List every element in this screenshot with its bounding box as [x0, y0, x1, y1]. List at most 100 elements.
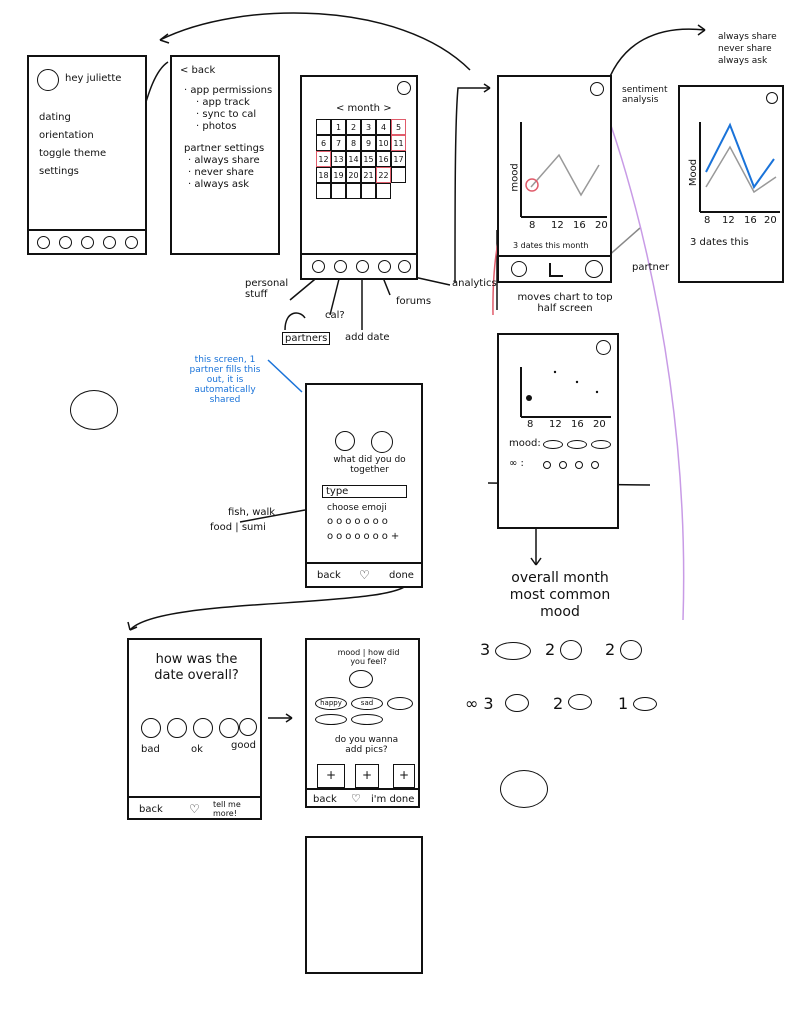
mood-chip-sad[interactable]: sad — [351, 697, 383, 710]
menu-item-settings[interactable]: settings — [39, 166, 79, 177]
face-meh-icon[interactable] — [167, 718, 187, 738]
back-button[interactable]: back — [313, 794, 337, 805]
annotation-fish-walk: fish, walk — [228, 507, 276, 518]
calendar-icon[interactable] — [334, 260, 347, 273]
add-pic-button[interactable]: + — [393, 764, 415, 788]
partner-dot[interactable] — [559, 461, 567, 469]
face-bad-icon[interactable] — [141, 718, 161, 738]
avatar-icon[interactable] — [37, 69, 59, 91]
doodle-face-icon — [70, 390, 118, 430]
profile-screen: hey juliette dating orientation toggle t… — [27, 55, 147, 255]
profile-icon[interactable] — [37, 236, 50, 249]
face-great-icon[interactable] — [239, 718, 257, 736]
partner-dot[interactable] — [543, 461, 551, 469]
add-pic-button[interactable]: + — [317, 764, 345, 788]
mood-oval[interactable] — [567, 440, 587, 449]
bar-chart-icon[interactable] — [549, 263, 563, 277]
calendar-day[interactable]: 2 — [346, 119, 361, 135]
avatar-icon[interactable] — [590, 82, 604, 96]
calendar-day[interactable]: 11 — [391, 135, 406, 151]
mood-chip[interactable] — [315, 714, 347, 725]
calendar-day[interactable]: 7 — [331, 135, 346, 151]
calendar-day[interactable] — [361, 183, 376, 199]
settings-line-8: · always ask — [188, 179, 250, 190]
calendar-day[interactable]: 5 — [391, 119, 406, 135]
forum-icon[interactable] — [378, 260, 391, 273]
calendar-day[interactable]: 18 — [316, 167, 331, 183]
mood-chip[interactable] — [351, 714, 383, 725]
calendar-day[interactable] — [346, 183, 361, 199]
mood-count: 3 — [480, 640, 491, 659]
mood-chip[interactable] — [387, 697, 413, 710]
heart-icon[interactable]: ♡ — [189, 802, 200, 816]
profile-icon[interactable] — [312, 260, 325, 273]
calendar-day[interactable]: 4 — [376, 119, 391, 135]
calendar-day[interactable]: 16 — [376, 151, 391, 167]
mood-oval[interactable] — [543, 440, 563, 449]
heart-icon[interactable]: ♡ — [359, 568, 370, 582]
calendar-day[interactable] — [391, 167, 406, 183]
calendar-day[interactable]: 8 — [346, 135, 361, 151]
back-button[interactable]: back — [317, 570, 341, 581]
calendar-icon[interactable] — [59, 236, 72, 249]
tell-me-more-button[interactable]: tell me more! — [213, 800, 241, 818]
calendar-day[interactable]: 1 — [331, 119, 346, 135]
calendar-day[interactable]: 10 — [376, 135, 391, 151]
emoji-row[interactable]: ooooooo+ — [327, 531, 403, 542]
back-button[interactable]: back — [139, 804, 163, 815]
calendar-day[interactable]: 19 — [331, 167, 346, 183]
calendar-day[interactable]: 14 — [346, 151, 361, 167]
menu-item-toggle-theme[interactable]: toggle theme — [39, 148, 107, 159]
calendar-day[interactable]: 9 — [361, 135, 376, 151]
back-link[interactable]: < back — [180, 65, 216, 76]
calendar-day[interactable]: 13 — [331, 151, 346, 167]
settings-line-1: · app permissions — [184, 85, 273, 96]
avatar-icon[interactable] — [397, 81, 411, 95]
calendar-day[interactable]: 22 — [376, 167, 391, 183]
calendar-day[interactable]: 12 — [316, 151, 331, 167]
avatar-icon[interactable] — [596, 340, 611, 355]
month-selector[interactable]: < month > — [336, 103, 392, 114]
done-button[interactable]: done — [389, 570, 414, 581]
calendar-day[interactable] — [316, 119, 331, 135]
annotation-personal-stuff: personal stuff — [245, 278, 289, 300]
calendar-day[interactable]: 6 — [316, 135, 331, 151]
calendar-day[interactable] — [331, 183, 346, 199]
partner-label: partner — [632, 262, 670, 273]
annotation-one-partner: this screen, 1 partner fills this out, i… — [189, 355, 261, 405]
analytics-icon[interactable] — [398, 260, 411, 273]
type-field[interactable]: type — [322, 485, 407, 498]
analytics-icon[interactable] — [125, 236, 138, 249]
partner-dot[interactable] — [575, 461, 583, 469]
mood-chip-happy[interactable]: happy — [315, 697, 347, 710]
analytics-chart — [520, 122, 607, 218]
im-done-button[interactable]: i'm done — [371, 794, 415, 805]
calendar-day[interactable]: 3 — [361, 119, 376, 135]
choose-emoji-label: choose emoji — [327, 503, 387, 513]
face-ok-icon[interactable] — [193, 718, 213, 738]
annotation-add-date: add date — [345, 332, 390, 343]
calendar-day[interactable]: 15 — [361, 151, 376, 167]
mood-oval[interactable] — [591, 440, 611, 449]
add-pic-button[interactable]: + — [355, 764, 379, 788]
emoji-row[interactable]: ooooooo — [327, 516, 391, 527]
mood-bottom-bar: back ♡ i'm done — [307, 788, 418, 810]
menu-item-dating[interactable]: dating — [39, 112, 71, 123]
avatar-icon[interactable] — [766, 92, 778, 104]
menu-item-orientation[interactable]: orientation — [39, 130, 94, 141]
forum-icon[interactable] — [103, 236, 116, 249]
mood-question: mood | how did you feel? — [337, 648, 400, 666]
face-good-icon[interactable] — [219, 718, 239, 738]
calendar-day[interactable]: 21 — [361, 167, 376, 183]
calendar-day[interactable] — [316, 183, 331, 199]
calendar-day[interactable]: 17 — [391, 151, 406, 167]
calendar-day[interactable]: 20 — [346, 167, 361, 183]
add-icon[interactable] — [356, 260, 369, 273]
add-icon[interactable] — [81, 236, 94, 249]
partner-icon[interactable] — [585, 260, 603, 278]
pie-chart-icon[interactable] — [511, 261, 527, 277]
heart-icon[interactable]: ♡ — [351, 792, 361, 805]
x-tick: 8 — [704, 215, 711, 226]
calendar-day[interactable] — [376, 183, 391, 199]
partner-dot[interactable] — [591, 461, 599, 469]
